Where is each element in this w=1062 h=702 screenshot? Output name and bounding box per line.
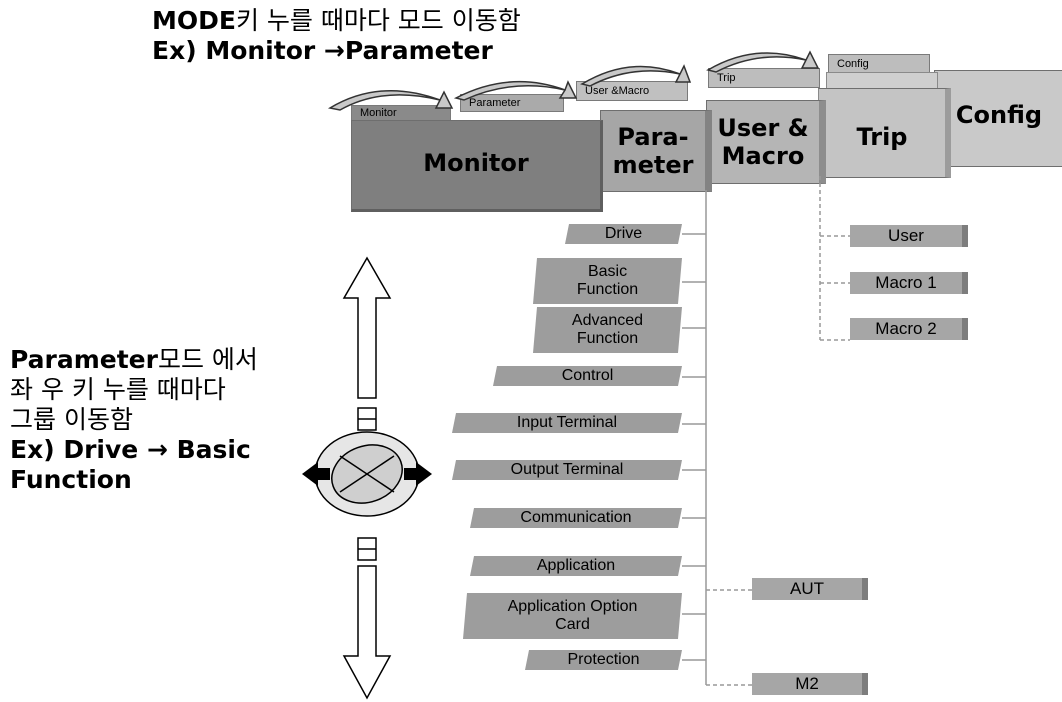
group-communication[interactable]: Communication — [470, 508, 682, 528]
block-parameter-line-2: meter — [612, 151, 694, 179]
group-m2[interactable]: M2 — [752, 673, 868, 695]
group-output-terminal-label: Output Terminal — [510, 461, 624, 478]
block-trip-label: Trip — [856, 123, 908, 151]
group-advanced-line-1: Advanced — [571, 312, 644, 329]
tab-user-macro-label: User &Macro — [585, 85, 650, 97]
group-protection[interactable]: Protection — [525, 650, 682, 670]
header-line-2: Ex) Monitor →Parameter — [152, 36, 493, 65]
group-control-label: Control — [561, 367, 614, 384]
mode-key-label: MODE — [152, 6, 236, 35]
group-drive-label: Drive — [604, 225, 643, 242]
group-user-label: User — [888, 226, 924, 245]
group-control[interactable]: Control — [493, 366, 682, 386]
keypad-icon — [302, 431, 432, 517]
side-note-parameter: Parameter — [10, 345, 158, 374]
tab-trip: Trip — [708, 68, 820, 88]
mode-curve-arrows — [327, 50, 820, 111]
tab-trip-label: Trip — [717, 72, 736, 84]
group-macro-2[interactable]: Macro 2 — [850, 318, 968, 340]
block-user-macro-line-1: User & — [717, 114, 809, 142]
header-line-1-rest: 키 누를 때마다 모드 이동함 — [235, 6, 521, 35]
group-application[interactable]: Application — [470, 556, 682, 576]
block-monitor-label: Monitor — [423, 149, 529, 177]
group-app-option-line-2: Card — [555, 616, 590, 633]
tab-monitor-label: Monitor — [360, 107, 397, 119]
group-communication-label: Communication — [520, 509, 632, 526]
block-user-macro: User & Macro — [706, 100, 826, 184]
group-macro-2-label: Macro 2 — [875, 319, 937, 338]
side-note-line-2: 좌 우 키 누를 때마다 — [10, 375, 226, 404]
block-trip: Trip — [818, 88, 951, 178]
group-basic-function[interactable]: Basic Function — [533, 258, 682, 304]
group-advanced-function[interactable]: Advanced Function — [533, 307, 682, 353]
side-note-line-3: 그룹 이동함 — [10, 405, 133, 434]
block-parameter-line-1: Para- — [617, 123, 689, 151]
group-aut-label: AUT — [790, 579, 824, 598]
group-protection-label: Protection — [567, 651, 640, 668]
block-config: Config — [934, 70, 1062, 167]
group-macro-1[interactable]: Macro 1 — [850, 272, 968, 294]
header-example: Ex) Monitor →Parameter — [152, 36, 493, 65]
group-input-terminal[interactable]: Input Terminal — [452, 413, 682, 433]
block-user-macro-line-2: Macro — [721, 142, 805, 170]
side-note-line-4: Ex) Drive → Basic — [10, 435, 251, 464]
group-output-terminal[interactable]: Output Terminal — [452, 460, 682, 480]
side-note-line-1-rest: 모드 에서 — [157, 345, 258, 374]
side-note: Parameter모드 에서 좌 우 키 누를 때마다 그룹 이동함 Ex) D… — [10, 345, 300, 495]
group-aut[interactable]: AUT — [752, 578, 868, 600]
block-monitor: Monitor — [351, 120, 603, 212]
group-input-terminal-label: Input Terminal — [516, 414, 618, 431]
group-macro-1-label: Macro 1 — [875, 273, 937, 292]
up-down-arrows — [342, 256, 392, 700]
group-drive[interactable]: Drive — [565, 224, 682, 244]
group-application-label: Application — [536, 557, 616, 574]
block-config-label: Config — [955, 100, 1043, 129]
tab-parameter: Parameter — [460, 94, 564, 112]
tab-parameter-label: Parameter — [469, 97, 521, 109]
group-application-option-card[interactable]: Application Option Card — [463, 593, 682, 639]
block-parameter: Para- meter — [600, 110, 712, 192]
group-user[interactable]: User — [850, 225, 968, 247]
tab-user-macro: User &Macro — [576, 81, 688, 101]
tab-config-label: Config — [837, 58, 869, 70]
side-note-line-5: Function — [10, 465, 132, 494]
group-basic-line-1: Basic — [587, 263, 628, 280]
header-line-1: MODE키 누를 때마다 모드 이동함 — [152, 6, 521, 35]
group-m2-label: M2 — [795, 674, 819, 693]
group-app-option-line-1: Application Option — [507, 598, 638, 615]
group-advanced-line-2: Function — [576, 330, 639, 347]
group-basic-line-2: Function — [576, 281, 639, 298]
